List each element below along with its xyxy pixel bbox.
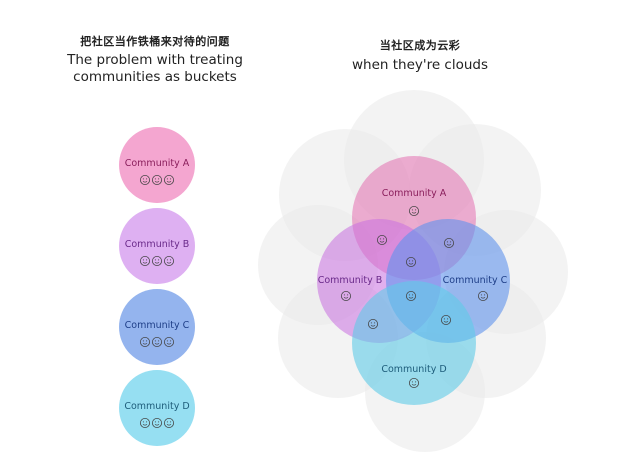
left-caption-zh: 把社区当作铁桶来对待的问题 (80, 35, 230, 48)
bucket-circle-b (119, 208, 195, 284)
left-caption-en-line1: The problem with treating (67, 52, 243, 68)
right-caption: 当社区成为云彩 when they're clouds (300, 37, 540, 74)
venn-label-a: Community A (382, 188, 447, 199)
bucket-community-c: Community C (119, 289, 195, 365)
right-caption-en: when they're clouds (351, 57, 489, 73)
bucket-community-d: Community D (119, 370, 195, 446)
left-caption-en-line2: communities as buckets (73, 69, 237, 85)
venn-diagram: Community A Community B Community C Comm… (317, 156, 510, 405)
venn-label-c: Community C (443, 275, 508, 286)
bucket-label-d: Community D (124, 401, 189, 412)
bucket-label-b: Community B (125, 239, 190, 250)
left-caption: 把社区当作铁桶来对待的问题 The problem with treating … (40, 33, 270, 86)
bucket-circle-a (119, 127, 195, 203)
bucket-circle-c (119, 289, 195, 365)
right-caption-zh: 当社区成为云彩 (379, 39, 461, 52)
venn-label-d: Community D (381, 364, 446, 375)
bucket-community-b: Community B (119, 208, 195, 284)
bucket-label-a: Community A (125, 158, 190, 169)
bucket-community-a: Community A (119, 127, 195, 203)
bucket-label-c: Community C (125, 320, 190, 331)
bucket-circle-d (119, 370, 195, 446)
venn-label-b: Community B (318, 275, 383, 286)
venn-circle-d (352, 281, 476, 405)
